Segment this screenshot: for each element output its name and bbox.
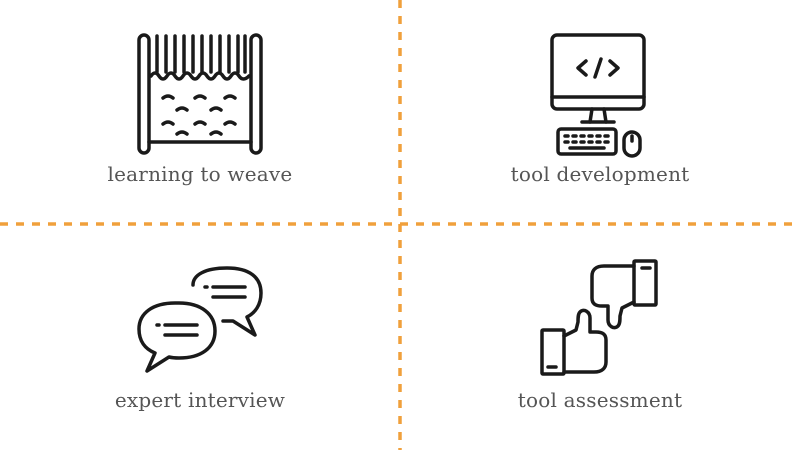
horizontal-divider xyxy=(0,222,800,226)
loom-icon xyxy=(137,33,263,155)
quadrant-label: tool assessment xyxy=(517,388,683,412)
quadrant-learning-to-weave: learning to weave xyxy=(0,0,400,225)
computer-icon xyxy=(550,33,646,158)
quadrant-label: expert interview xyxy=(114,388,286,412)
quadrant-tool-assessment: tool assessment xyxy=(400,225,800,450)
quadrant-expert-interview: expert interview xyxy=(0,225,400,450)
quadrant-label: tool development xyxy=(510,162,690,186)
speech-bubbles-icon xyxy=(137,266,263,373)
thumbs-up-down-icon xyxy=(540,259,658,376)
quadrant-tool-development: tool development xyxy=(400,0,800,225)
quadrant-label: learning to weave xyxy=(107,162,293,186)
